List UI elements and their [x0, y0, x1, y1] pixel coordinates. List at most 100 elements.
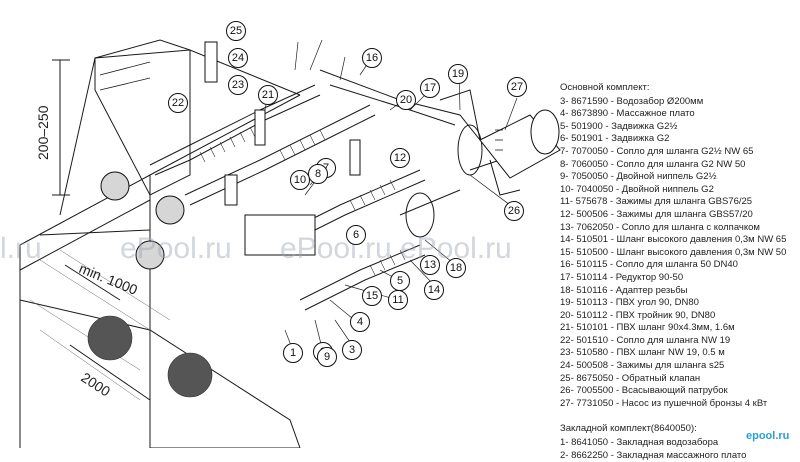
watermark-2: ePool.ru: [120, 232, 232, 265]
wall-nozzle-2: [155, 195, 185, 225]
callout-22: 22: [168, 93, 188, 113]
callout-26: 26: [504, 201, 524, 221]
hose-middle: [184, 104, 371, 196]
callout-label: 3: [349, 344, 355, 356]
pool-wall-outline: [19, 94, 301, 448]
main-kit-item: 24- 500508 - Зажимы для шланга s25: [560, 360, 725, 372]
floor-drain-2: [167, 352, 213, 398]
callout-6: 6: [346, 225, 366, 245]
callout-12: 12: [390, 148, 410, 168]
valve-2: [254, 109, 266, 146]
pump: [479, 109, 561, 196]
main-kit-item: 16- 510115 - Сопло для шланга 50 DN40: [560, 259, 738, 271]
callout-8: 8: [308, 164, 328, 184]
callout-label: 23: [232, 79, 244, 91]
massage-plate-box: [244, 214, 316, 256]
main-kit-item: 11- 575678 - Зажимы для шланга GBS76/25: [560, 196, 753, 208]
callout-label: 17: [424, 82, 436, 94]
callout-10: 10: [290, 170, 310, 190]
callout-label: 18: [450, 262, 462, 274]
callout-group: 1234567891011121314151617181920212223242…: [168, 21, 527, 367]
callout-label: 5: [397, 275, 403, 287]
wall-hatch: [29, 249, 171, 401]
callout-label: 24: [232, 52, 244, 64]
main-kit-item: 6- 501901 - Задвижка G2: [560, 133, 670, 145]
valve-1: [204, 41, 218, 83]
main-kit-item: 14- 510501 - Шланг высокого давления 0,3…: [560, 234, 787, 246]
main-kit-item: 27- 7731050 - Насос из пушечной бронзы 4…: [560, 397, 768, 409]
callout-label: 15: [366, 290, 378, 302]
wall-nozzle-1: [100, 171, 130, 201]
embedded-kit-item: 1- 8641050 - Закладная водозабора: [560, 437, 719, 449]
callout-label: 19: [452, 68, 464, 80]
callout-24: 24: [228, 48, 248, 68]
hose-upper-b: [154, 94, 321, 176]
callout-25: 25: [226, 21, 246, 41]
callout-11: 11: [388, 290, 408, 310]
main-kit-item: 23- 510580 - ПВХ шланг NW 19, 0.5 м: [560, 347, 725, 359]
callout-label: 14: [428, 284, 440, 296]
pool-floor-step: [19, 199, 301, 448]
hose-bottom: [299, 244, 421, 301]
callout-1: 1: [283, 343, 303, 363]
schematic-drawing: 200–250 min. 1000 2000 l.ru ePool.ru ePo…: [0, 21, 561, 448]
floor-drain-1: [87, 315, 133, 361]
callout-label: 11: [392, 294, 403, 306]
hose-bottom-b: [304, 254, 426, 311]
callout-13: 13: [420, 255, 440, 275]
main-kit-item: 17- 510114 - Редуктор 90-50: [560, 271, 684, 283]
callout-16: 16: [362, 48, 382, 68]
main-kit-item: 12- 500506 - Зажимы для шланга GBS57/20: [560, 208, 753, 220]
dim-spacing: 2000: [78, 369, 113, 399]
main-kit-item: 18- 510116 - Адаптер резьбы: [560, 284, 688, 296]
callout-label: 25: [230, 25, 242, 37]
embedded-kit-item: 2- 8662250 - Закладная массажного плато: [560, 449, 747, 461]
callout-3: 3: [342, 340, 362, 360]
pipe-elbow: [457, 124, 483, 176]
main-kit-item: 10- 7040050 - Двойной ниппель G2: [560, 183, 714, 195]
watermark-1: l.ru: [0, 232, 42, 265]
callout-9: 9: [317, 347, 337, 367]
callout-19: 19: [448, 64, 468, 84]
callout-label: 8: [315, 168, 321, 180]
callout-label: 21: [262, 89, 274, 101]
main-kit-item: 20- 510112 - ПВХ тройник 90, DN80: [560, 309, 716, 321]
main-kit-item: 4- 8673890 - Массажное плато: [560, 108, 695, 120]
main-kit-item: 22- 501510 - Сопло для шланга NW 19: [560, 334, 731, 346]
embedded-kit-title: Закладной комплект(8640050):: [560, 423, 697, 435]
callout-label: 27: [511, 81, 523, 93]
callout-label: 16: [366, 52, 378, 64]
callout-5: 5: [390, 271, 410, 291]
main-kit-item: 3- 8671590 - Водозабор Ø200мм: [560, 95, 704, 107]
callout-23: 23: [228, 75, 248, 95]
callout-label: 4: [357, 316, 363, 328]
callout-17: 17: [420, 78, 440, 98]
callout-21: 21: [258, 85, 278, 105]
callout-14: 14: [424, 280, 444, 300]
legend: Основной комплект: 3- 8671590 - Водозабо…: [560, 82, 800, 462]
main-kit-item: 13- 7062050 - Сопло для шланга с колпачк…: [560, 221, 760, 233]
callout-18: 18: [446, 258, 466, 278]
callout-27: 27: [507, 77, 527, 97]
main-kit-item: 15- 510500 - Шланг высокого давления 0,3…: [560, 246, 787, 258]
hose-middle-b: [189, 114, 376, 206]
main-kit-item: 25- 8675050 - Обратный клапан: [560, 372, 701, 384]
valve-4: [224, 174, 238, 206]
main-kit-item: 8- 7060050 - Сопло для шланга G2 NW 50: [560, 158, 746, 170]
pool-edge-top: [59, 49, 301, 216]
callout-label: 9: [324, 351, 330, 363]
callout-label: 1: [290, 347, 296, 359]
callout-20: 20: [396, 90, 416, 110]
main-kit-item: 5- 501900 - Задвижка G2½: [560, 120, 678, 132]
callout-label: 22: [172, 97, 184, 109]
main-kit-item: 7- 7070050 - Сопло для шланга G2½ NW 65: [560, 145, 754, 157]
callout-label: 6: [353, 229, 359, 241]
callout-label: 20: [400, 94, 412, 106]
valve-3: [349, 139, 361, 176]
callout-label: 26: [508, 205, 520, 217]
dimension-lines: [39, 59, 151, 401]
main-kit-item: 21- 510101 - ПВХ шланг 90х4.3мм, 1.6м: [560, 322, 735, 334]
hose-upper: [149, 84, 316, 166]
callout-label: 12: [394, 152, 406, 164]
